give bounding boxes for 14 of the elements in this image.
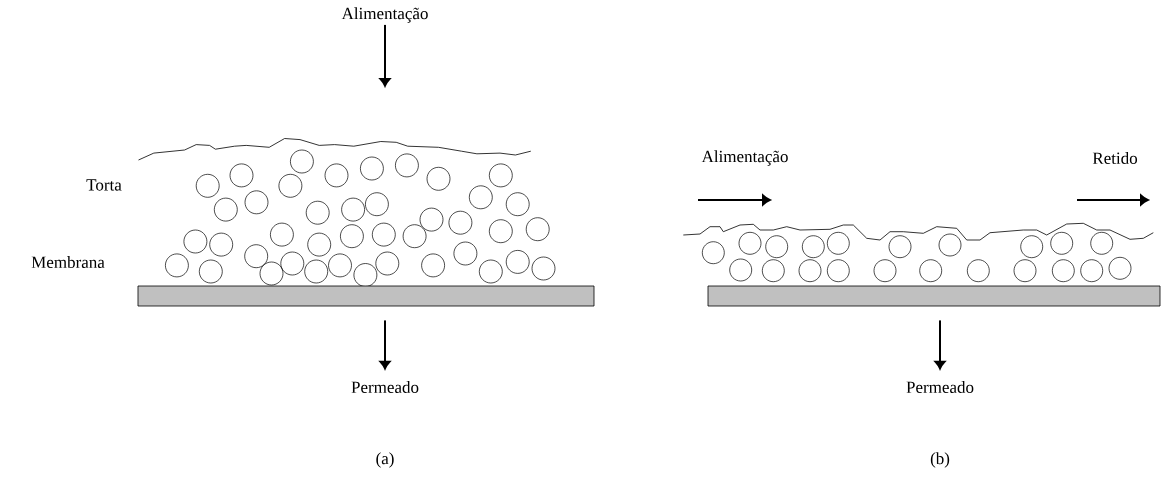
text-label: Membrana xyxy=(31,256,105,268)
arrow xyxy=(379,23,391,87)
text-label: Alimentação xyxy=(341,7,428,23)
text-label: Permeado xyxy=(351,381,419,393)
arrow xyxy=(934,319,946,370)
text-label: Permeado xyxy=(906,381,974,393)
membrane-bar xyxy=(137,285,595,307)
text-label: (a) xyxy=(376,452,394,468)
text-label: Retido xyxy=(1092,152,1138,164)
text-label: Torta xyxy=(86,179,122,191)
membrane-bar xyxy=(707,285,1161,307)
arrow xyxy=(379,319,391,370)
text-label: (b) xyxy=(930,452,950,468)
text-label: Alimentação xyxy=(701,150,788,166)
